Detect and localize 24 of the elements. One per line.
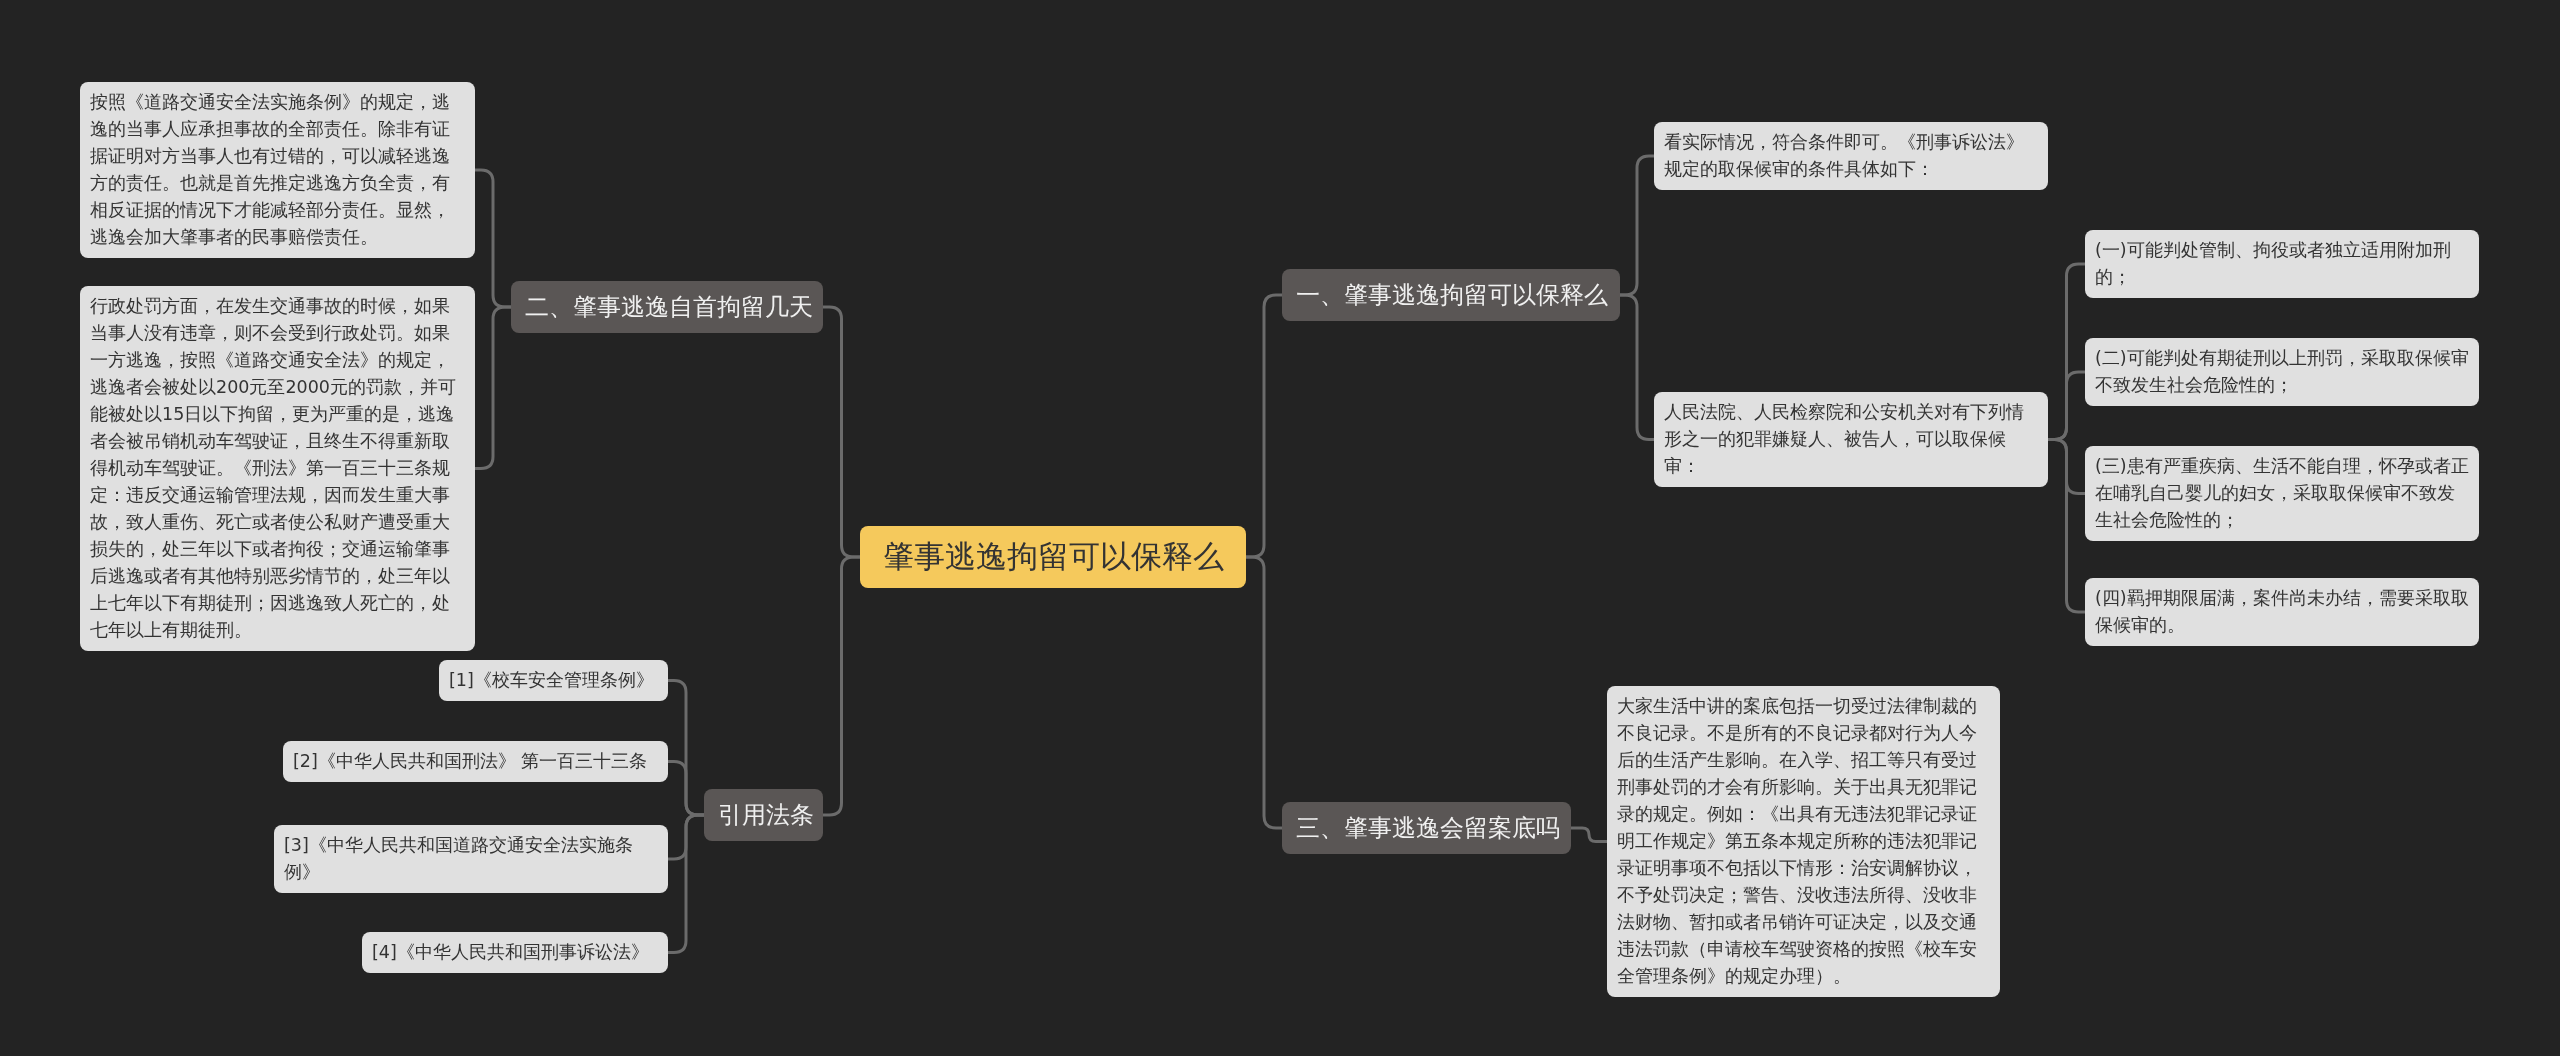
branch-topic: 一、肇事逃逸拘留可以保释么 (1282, 269, 1620, 321)
text-card: 人民法院、人民检察院和公安机关对有下列情形之一的犯罪嫌疑人、被告人，可以取保候审： (1654, 392, 2048, 487)
text-card: [1]《校车安全管理条例》 (439, 660, 668, 701)
text-card: 行政处罚方面，在发生交通事故的时候，如果当事人没有违章，则不会受到行政处罚。如果一方逃逸，按照《道路交通安全法》的规定，逃逸者会被处以200元至2000元的罚款，并可能被处以15日以下拘留，更为严重的是，逃逸者会被吊销机动车驾驶证，且终生不得重新取得机动车驾驶证。《刑法》第一百三十三条规定：违反交通运输管理法规，因而发生重大事故，致人重伤、死亡或者使公私财产遭受重大损失的，处三年以下或者拘役；交通运输肇事后逃逸或者有其他特别恶劣情节的，处三年以上七年以下有期徒刑；因逃逸致人死亡的，处七年以上有期徒刑。 (80, 286, 475, 651)
text-card: 按照《道路交通安全法实施条例》的规定，逃逸的当事人应承担事故的全部责任。除非有证据证明对方当事人也有过错的，可以减轻逃逸方的责任。也就是首先推定逃逸方负全责，有相反证据的情况下才能减轻部分责任。显然，逃逸会加大肇事者的民事赔偿责任。 (80, 82, 475, 258)
text-card: 大家生活中讲的案底包括一切受过法律制裁的不良记录。不是所有的不良记录都对行为人今后的生活产生影响。在入学、招工等只有受过刑事处罚的才会有所影响。关于出具无犯罪记录的规定。例如：《出具有无违法犯罪记录证明工作规定》第五条本规定所称的违法犯罪记录证明事项不包括以下情形：治安调解协议，不予处罚决定；警告、没收违法所得、没收非法财物、暂扣或者吊销许可证决定，以及交通违法罚款（申请校车驾驶资格的按照《校车安全管理条例》的规定办理）。 (1607, 686, 2000, 997)
text-card: (四)羁押期限届满，案件尚未办结，需要采取取保候审的。 (2085, 578, 2479, 646)
text-card: 看实际情况，符合条件即可。《刑事诉讼法》规定的取保候审的条件具体如下： (1654, 122, 2048, 190)
branch-topic: 二、肇事逃逸自首拘留几天 (511, 281, 823, 333)
text-card: [2]《中华人民共和国刑法》 第一百三十三条 (283, 741, 668, 782)
text-card: (二)可能判处有期徒刑以上刑罚，采取取保候审不致发生社会危险性的； (2085, 338, 2479, 406)
connector-line (823, 555, 860, 817)
central-topic: 肇事逃逸拘留可以保释么 (860, 526, 1246, 588)
connector-line (1571, 826, 1607, 843)
connector-line (668, 813, 704, 954)
branch-topic: 三、肇事逃逸会留案底吗 (1282, 802, 1571, 854)
text-card: [4]《中华人民共和国刑事诉讼法》 (362, 932, 668, 973)
branch-topic: 引用法条 (704, 789, 823, 841)
text-card: (一)可能判处管制、拘役或者独立适用附加刑的； (2085, 230, 2479, 298)
text-card: [3]《中华人民共和国道路交通安全法实施条例》 (274, 825, 668, 893)
connector-line (475, 305, 511, 470)
text-card: (三)患有严重疾病、生活不能自理，怀孕或者正在哺乳自己婴儿的妇女，采取取保候审不致发生社会危险性的； (2085, 446, 2479, 541)
connector-line (2048, 438, 2085, 614)
connector-line (1246, 555, 1282, 830)
